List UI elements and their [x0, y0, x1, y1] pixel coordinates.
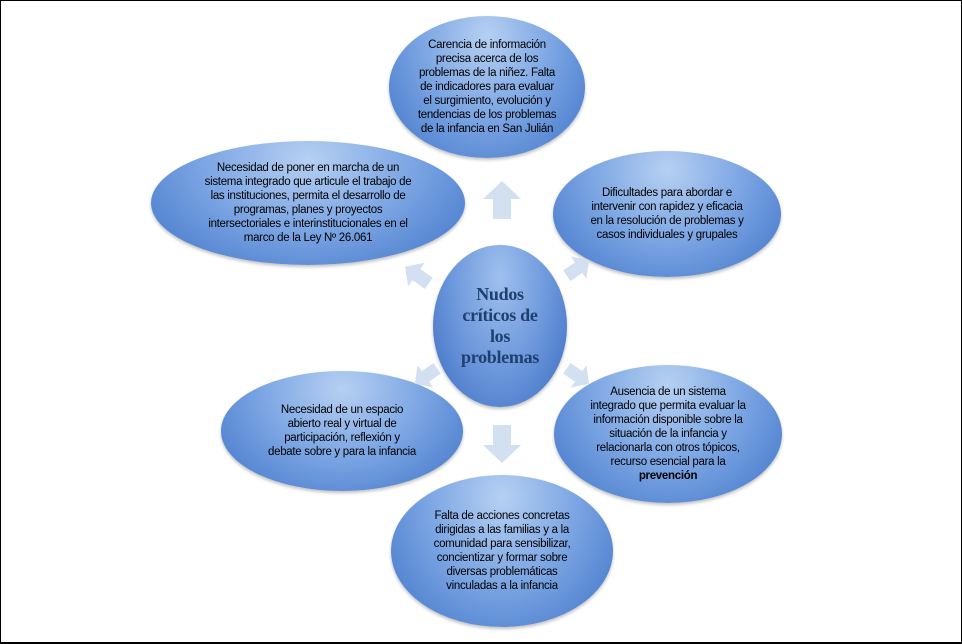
center-line-2: críticos de [462, 305, 538, 325]
node-upper-right: Dificultades para abordar e intervenir c… [553, 151, 781, 277]
node-lower-right-text: Ausencia de un sistema integrado que per… [590, 386, 746, 468]
arrow-lower-right-icon [563, 362, 590, 388]
node-upper-left-text: Necesidad de poner en marcha de un siste… [204, 162, 412, 244]
center-node: Nudos críticos de los problemas [433, 245, 567, 407]
node-bottom: Falta de acciones concretas dirigidas a … [391, 475, 613, 627]
arrow-lower-left-icon [414, 362, 441, 388]
center-line-1: Nudos [476, 284, 524, 304]
arrow-upper-right-icon [563, 256, 590, 282]
arrow-down-icon [483, 425, 521, 463]
center-line-3: los [489, 326, 511, 346]
node-bottom-text: Falta de acciones concretas dirigidas a … [433, 510, 571, 592]
node-lower-right: Ausencia de un sistema integrado que per… [554, 365, 782, 503]
node-top-text: Carencia de información precisa acerca d… [417, 39, 557, 135]
node-lower-left: Necesidad de un espacio abierto real y v… [221, 371, 463, 491]
node-upper-right-text: Dificultades para abordar e intervenir c… [590, 187, 744, 241]
node-top: Carencia de información precisa acerca d… [389, 16, 585, 158]
arrow-upper-left-icon [405, 262, 433, 289]
node-lower-right-bold: prevención [638, 470, 698, 482]
node-upper-left: Necesidad de poner en marcha de un siste… [151, 141, 465, 265]
center-line-4: problemas [461, 347, 539, 367]
arrow-up-icon [483, 181, 521, 219]
node-lower-left-text: Necesidad de un espacio abierto real y v… [268, 404, 416, 458]
